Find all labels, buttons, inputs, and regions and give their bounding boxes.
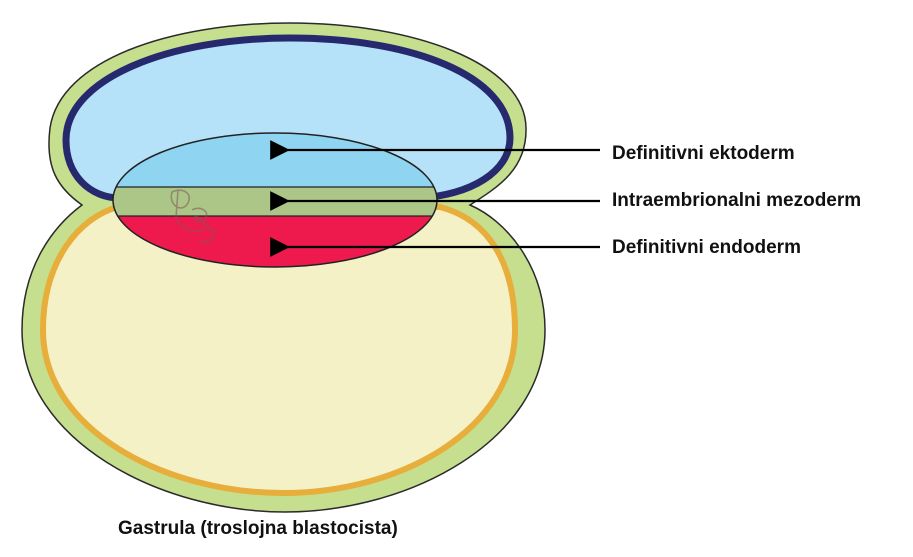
label-definitive-endoderm: Definitivni endoderm — [612, 237, 801, 258]
label-definitive-ectoderm: Definitivni ektoderm — [612, 143, 795, 164]
label-intraembryonic-mesoderm: Intraembrionalni mezoderm — [612, 190, 862, 211]
yolk-sac — [39, 204, 519, 497]
watermark-logo-icon — [170, 189, 215, 243]
figure-caption: Gastrula (troslojna blastocista) — [118, 518, 398, 539]
